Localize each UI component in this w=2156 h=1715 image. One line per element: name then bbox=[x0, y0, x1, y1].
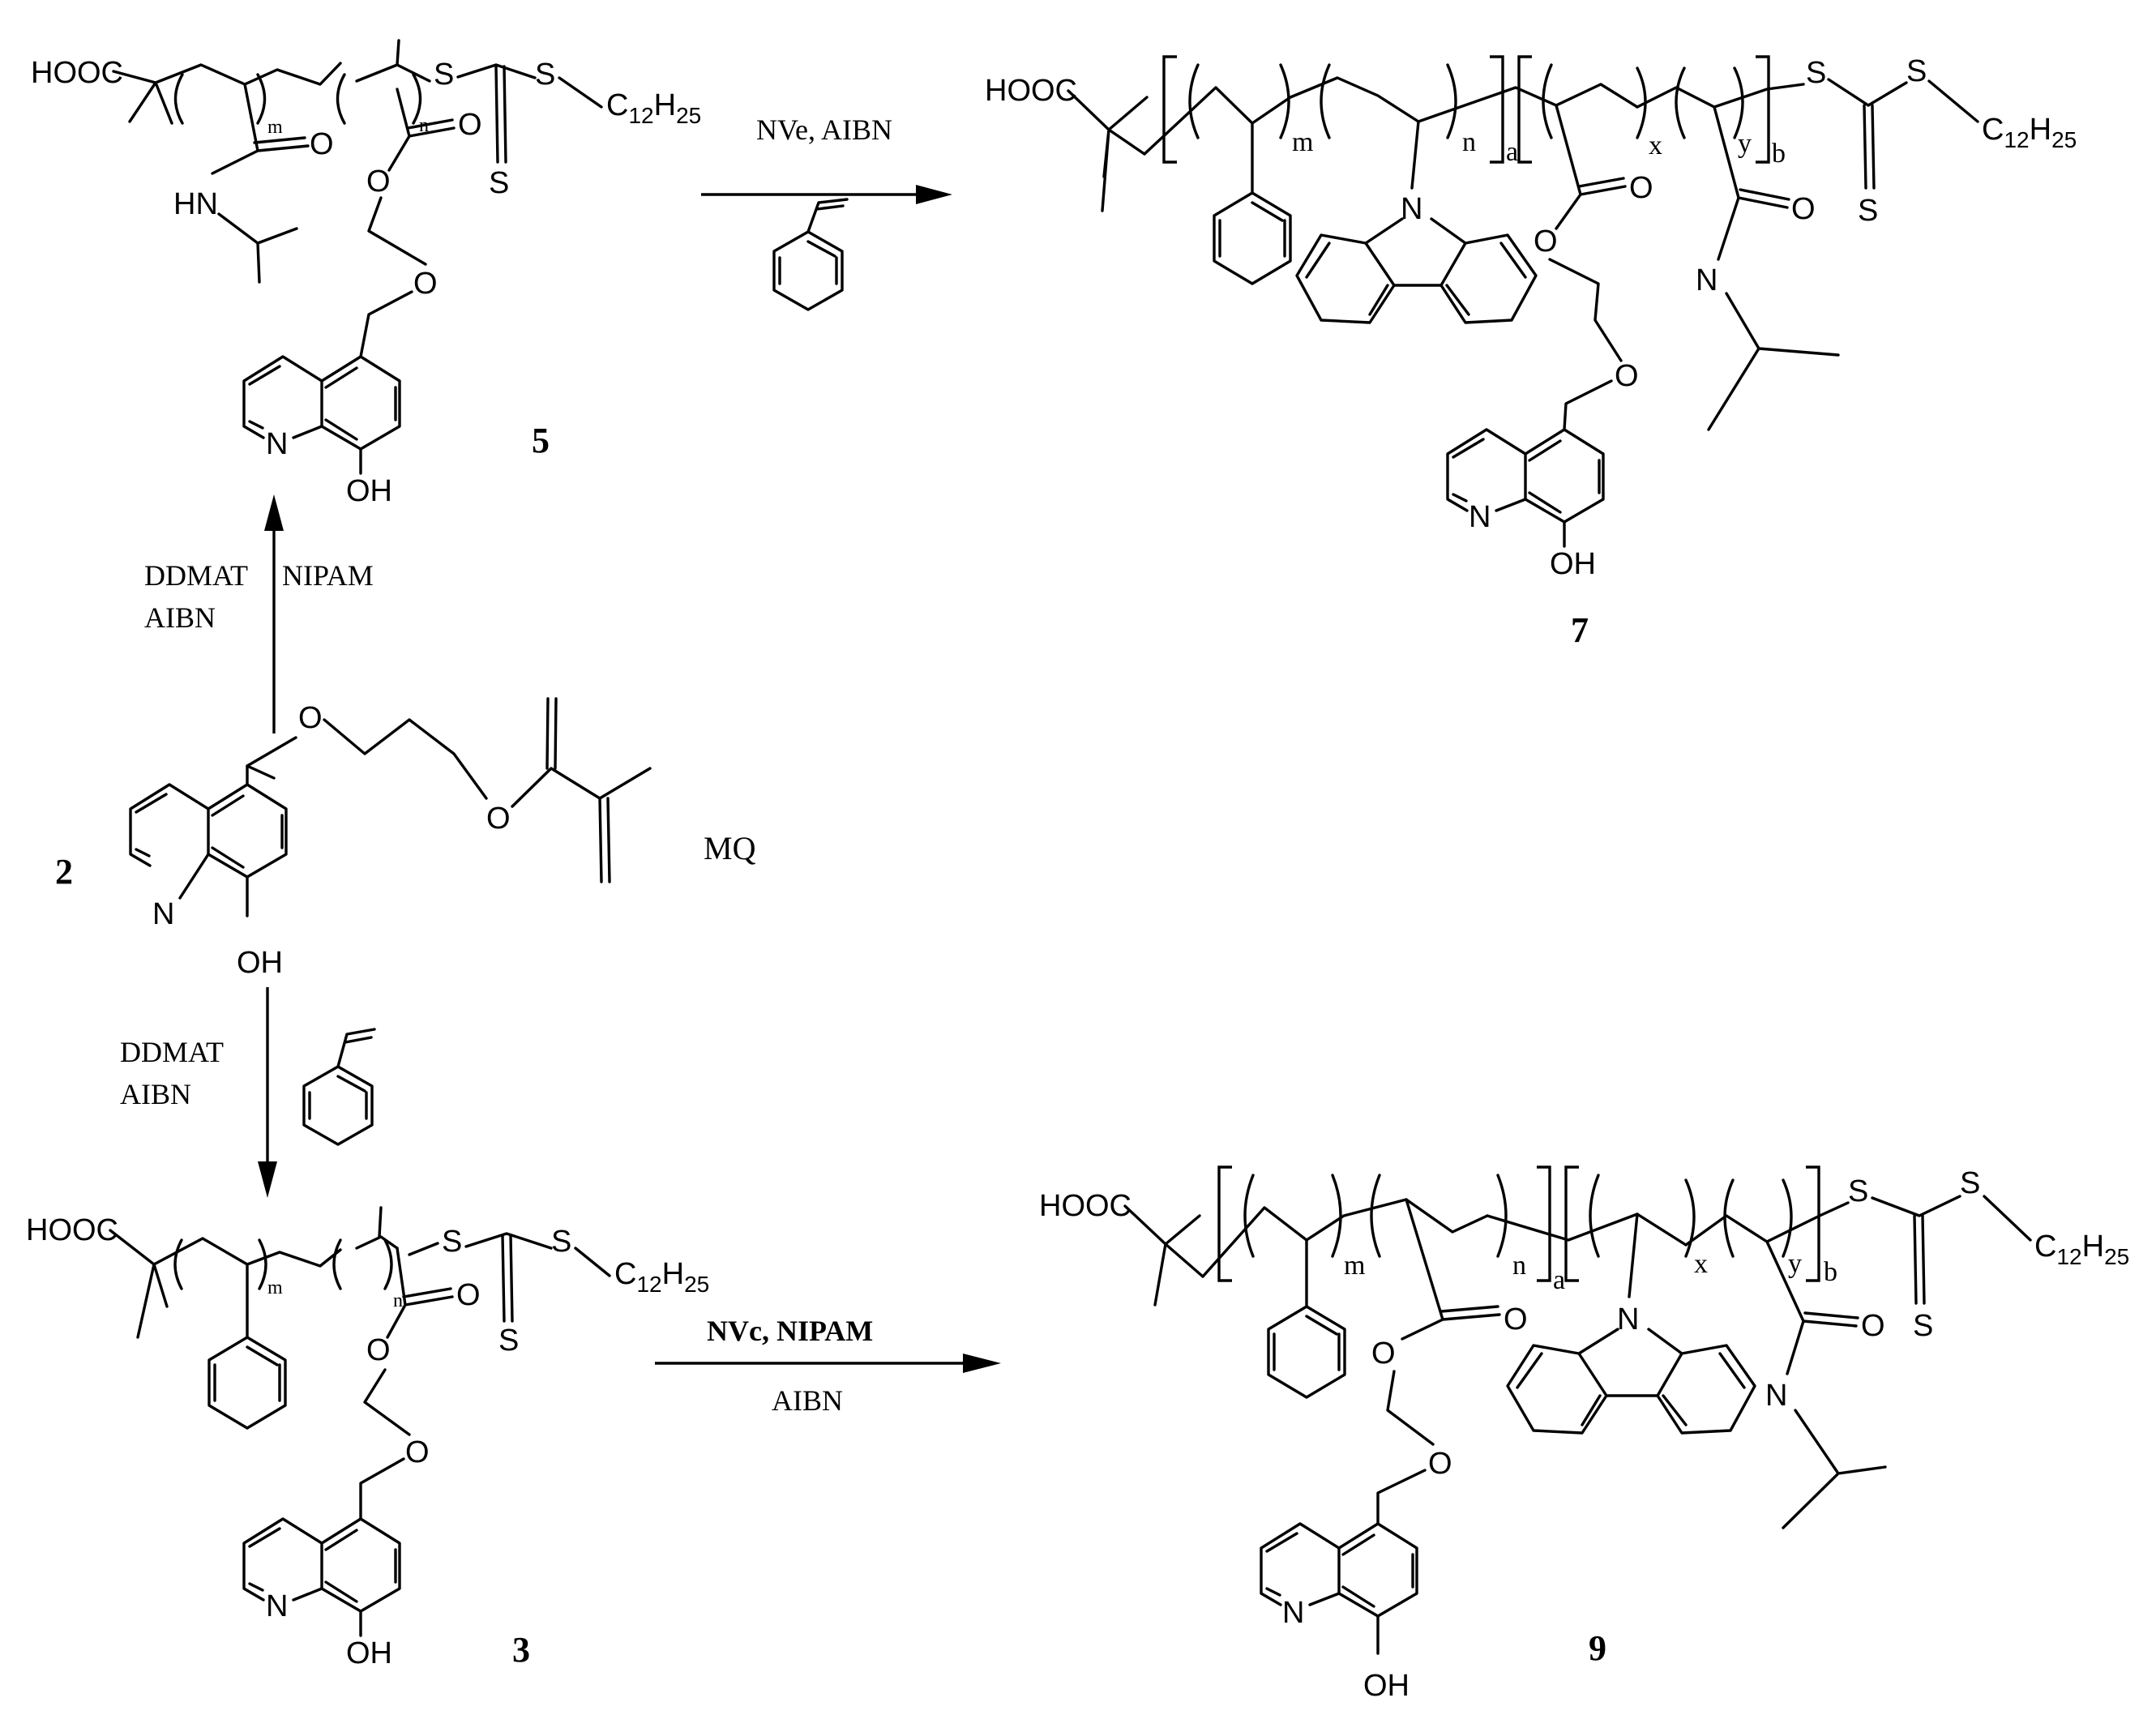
index-m: m bbox=[1344, 1251, 1365, 1281]
oxygen-label: O bbox=[366, 1333, 391, 1367]
reaction-arrow-5-to-7: NVe, AIBN bbox=[701, 113, 952, 311]
nitrogen-label: N bbox=[266, 1589, 288, 1623]
reagent-label: AIBN bbox=[772, 1384, 843, 1417]
hydroxyl-label: OH bbox=[1550, 547, 1596, 581]
hydroxyl-label: OH bbox=[1363, 1669, 1410, 1703]
index-n: n bbox=[393, 1290, 403, 1311]
reagent-label: AIBN bbox=[120, 1078, 191, 1110]
hydroxyl-label: OH bbox=[346, 1636, 392, 1670]
oxygen-label: O bbox=[405, 1435, 430, 1469]
oxygen-label: O bbox=[1504, 1302, 1528, 1337]
compound-9-number: 9 bbox=[1589, 1628, 1606, 1668]
monomer-label: MQ bbox=[704, 830, 756, 866]
oxygen-label: O bbox=[1615, 359, 1639, 393]
reaction-arrow-3-to-9: NVc, NIPAM AIBN bbox=[655, 1315, 1001, 1417]
oxygen-label: O bbox=[413, 267, 438, 301]
c12h25-label: C12H25 bbox=[1982, 113, 2077, 152]
oxygen-label: O bbox=[310, 127, 334, 161]
nitrogen-label: N bbox=[1282, 1596, 1304, 1630]
oxygen-label: O bbox=[1428, 1447, 1452, 1481]
hooc-label: HOOC bbox=[31, 56, 123, 90]
nitrogen-label: N bbox=[1401, 192, 1422, 226]
nitrogen-label: N bbox=[1765, 1379, 1787, 1413]
oxygen-label: O bbox=[1861, 1309, 1885, 1343]
compound-3-structure: HOOC m n S S S C12H25 O O O N OH bbox=[26, 1206, 709, 1670]
sulfur-label: S bbox=[434, 58, 454, 92]
index-a: a bbox=[1506, 137, 1518, 167]
reagent-label: AIBN bbox=[144, 601, 216, 634]
hooc-label: HOOC bbox=[985, 74, 1077, 108]
oxygen-label: O bbox=[1629, 171, 1653, 205]
index-m: m bbox=[267, 117, 283, 138]
sulfur-label: S bbox=[1960, 1166, 1980, 1200]
reaction-arrow-2-to-5: DDMAT NIPAM AIBN bbox=[144, 494, 374, 733]
index-x: x bbox=[1694, 1249, 1708, 1279]
reagent-label: NIPAM bbox=[282, 559, 374, 592]
reagent-label: DDMAT bbox=[120, 1036, 224, 1068]
c12h25-label: C12H25 bbox=[614, 1257, 709, 1297]
compound-5-structure: HOOC m n S S S C12H25 O HN O O O bbox=[31, 39, 701, 508]
nitrogen-label: N bbox=[1696, 263, 1718, 297]
sulfur-label: S bbox=[1906, 54, 1927, 88]
oxygen-label: O bbox=[486, 802, 511, 836]
oxygen-label: O bbox=[1791, 192, 1816, 226]
index-m: m bbox=[267, 1277, 283, 1298]
oxygen-label: O bbox=[1534, 225, 1558, 259]
sulfur-label: S bbox=[498, 1324, 519, 1358]
nitrogen-label: N bbox=[1617, 1302, 1639, 1337]
index-n: n bbox=[1512, 1251, 1526, 1281]
sulfur-label: S bbox=[1858, 194, 1878, 228]
compound-2-number: 2 bbox=[55, 852, 73, 892]
index-b: b bbox=[1772, 139, 1786, 169]
compound-7-number: 7 bbox=[1571, 610, 1589, 650]
oxygen-label: O bbox=[458, 108, 482, 142]
sulfur-label: S bbox=[535, 58, 555, 92]
compound-2-structure: O O N OH bbox=[129, 697, 652, 980]
compound-9-structure: HOOC m n a x y b S S S C12H25 bbox=[1039, 1165, 2129, 1703]
hydroxyl-label: OH bbox=[237, 946, 283, 980]
compound-5-number: 5 bbox=[532, 421, 550, 460]
compound-7-structure: HOOC m n a x y b S S S C12H25 bbox=[985, 54, 2077, 581]
nitrogen-label: N bbox=[152, 897, 174, 931]
nitrogen-label: N bbox=[1469, 500, 1491, 534]
index-b: b bbox=[1824, 1257, 1837, 1287]
index-n: n bbox=[1462, 127, 1476, 157]
c12h25-label: C12H25 bbox=[2034, 1230, 2129, 1269]
reagent-label: NVc, NIPAM bbox=[707, 1315, 873, 1347]
c12h25-label: C12H25 bbox=[606, 88, 701, 128]
compound-3-number: 3 bbox=[512, 1630, 530, 1670]
sulfur-label: S bbox=[489, 166, 509, 200]
index-x: x bbox=[1649, 130, 1662, 160]
index-a: a bbox=[1553, 1265, 1565, 1295]
hooc-label: HOOC bbox=[26, 1213, 118, 1247]
sulfur-label: S bbox=[551, 1225, 571, 1259]
index-m: m bbox=[1292, 127, 1313, 157]
hooc-label: HOOC bbox=[1039, 1189, 1131, 1223]
oxygen-label: O bbox=[456, 1278, 481, 1312]
sulfur-label: S bbox=[1913, 1309, 1933, 1343]
nitrogen-label: N bbox=[266, 427, 288, 461]
index-y: y bbox=[1738, 129, 1752, 159]
hydroxyl-label: OH bbox=[346, 474, 392, 508]
oxygen-label: O bbox=[298, 701, 323, 735]
oxygen-label: O bbox=[366, 165, 391, 199]
oxygen-label: O bbox=[1371, 1337, 1396, 1371]
reagent-label: NVe, AIBN bbox=[756, 113, 892, 146]
sulfur-label: S bbox=[442, 1225, 462, 1259]
index-y: y bbox=[1788, 1249, 1802, 1279]
amide-nh-label: HN bbox=[173, 187, 218, 221]
sulfur-label: S bbox=[1806, 56, 1826, 90]
reagent-label: DDMAT bbox=[144, 559, 248, 592]
sulfur-label: S bbox=[1848, 1174, 1868, 1208]
reaction-arrow-2-to-3: DDMAT AIBN bbox=[120, 987, 376, 1198]
